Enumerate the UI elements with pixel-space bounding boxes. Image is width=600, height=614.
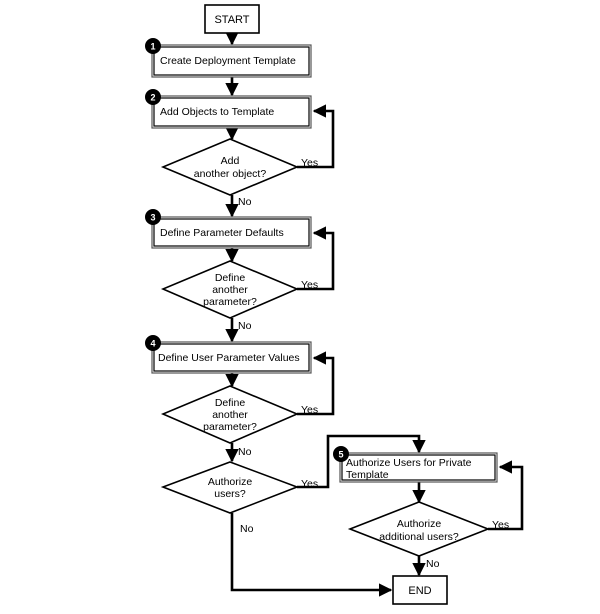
- edge-decision1-yes-loop: [297, 104, 335, 169]
- node-add-objects-to-template[interactable]: Add Objects to Template: [151, 95, 312, 129]
- node-create-deployment-template[interactable]: Create Deployment Template: [151, 44, 312, 78]
- edge-authorize-users-yes: [297, 434, 426, 489]
- node-define-user-parameter-values[interactable]: Define User Parameter Values: [151, 341, 312, 374]
- node-define-another-parameter-1-line3: parameter?: [203, 296, 257, 308]
- node-authorize-users-for-private-template-line2: Template: [346, 469, 389, 481]
- node-add-another-object[interactable]: Add another object?: [160, 138, 300, 196]
- node-define-parameter-defaults[interactable]: Define Parameter Defaults: [151, 216, 312, 249]
- node-define-another-parameter-2-line3: parameter?: [203, 421, 257, 433]
- node-define-another-parameter-1-line2: another: [212, 284, 248, 296]
- node-start[interactable]: START: [204, 4, 260, 34]
- node-authorize-additional-users-line1: Authorize: [397, 518, 442, 530]
- step-badge-3-number: 3: [150, 213, 155, 223]
- edge-label-decision3-no: No: [238, 446, 252, 458]
- edge-label-decision5-yes: Yes: [492, 519, 509, 531]
- node-authorize-additional-users-line2: additional users?: [379, 531, 459, 543]
- edge-decision3-yes-loop: [297, 351, 335, 416]
- node-define-parameter-defaults-label: Define Parameter Defaults: [160, 227, 284, 239]
- edge-label-decision5-no: No: [426, 558, 440, 570]
- node-end-label: END: [408, 585, 431, 597]
- edge-label-decision2-yes: Yes: [301, 279, 318, 291]
- step-badge-4: 4: [145, 335, 161, 351]
- node-define-user-parameter-values-label: Define User Parameter Values: [158, 352, 300, 364]
- node-add-another-object-line1: Add: [221, 155, 240, 167]
- edge-decision5-yes-loop: [488, 460, 524, 531]
- node-add-objects-to-template-label: Add Objects to Template: [160, 106, 274, 118]
- node-define-another-parameter-2[interactable]: Define another parameter?: [160, 385, 300, 444]
- node-add-another-object-line2: another object?: [194, 168, 267, 180]
- step-badge-5: 5: [333, 446, 349, 462]
- node-authorize-additional-users[interactable]: Authorize additional users?: [347, 501, 491, 557]
- node-authorize-users-for-private-template[interactable]: Authorize Users for Private Template: [339, 452, 498, 483]
- node-start-label: START: [214, 14, 249, 26]
- edge-label-decision1-yes: Yes: [301, 157, 318, 169]
- edge-label-authorize-users-no: No: [240, 523, 254, 535]
- node-authorize-users-for-private-template-line1: Authorize Users for Private: [346, 457, 472, 469]
- step-badge-2-number: 2: [150, 93, 155, 103]
- node-define-another-parameter-2-line1: Define: [215, 397, 246, 409]
- node-define-another-parameter-1-line1: Define: [215, 272, 246, 284]
- edge-label-decision1-no: No: [238, 196, 252, 208]
- step-badge-5-number: 5: [338, 450, 343, 460]
- node-authorize-users-line1: Authorize: [208, 476, 253, 488]
- edge-label-authorize-users-yes: Yes: [301, 478, 318, 490]
- edge-label-decision2-no: No: [238, 320, 252, 332]
- node-authorize-users[interactable]: Authorize users?: [160, 461, 300, 514]
- node-authorize-users-line2: users?: [214, 488, 246, 500]
- edge-label-decision3-yes: Yes: [301, 404, 318, 416]
- step-badge-2: 2: [145, 89, 161, 105]
- step-badge-4-number: 4: [150, 339, 155, 349]
- node-create-deployment-template-label: Create Deployment Template: [160, 55, 296, 67]
- step-badge-3: 3: [145, 209, 161, 225]
- node-end[interactable]: END: [392, 575, 448, 605]
- edge-decision2-yes-loop: [297, 226, 335, 291]
- node-define-another-parameter-2-line2: another: [212, 409, 248, 421]
- step-badge-1-number: 1: [150, 42, 155, 52]
- node-define-another-parameter-1[interactable]: Define another parameter?: [160, 260, 300, 319]
- step-badge-1: 1: [145, 38, 161, 54]
- edge-authorize-users-no-to-end: [230, 513, 393, 597]
